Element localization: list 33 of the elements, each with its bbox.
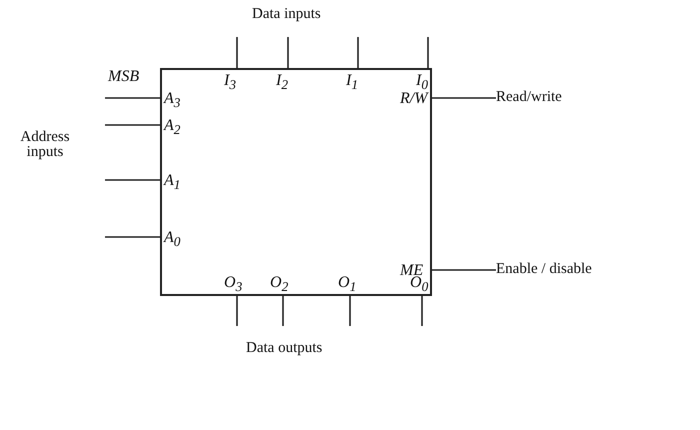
group-label: Data inputs (252, 6, 321, 23)
pin-name: I$_{1}$ (346, 72, 358, 94)
signal-line (432, 269, 496, 271)
pin-line (105, 179, 160, 181)
pin-line (282, 296, 284, 326)
pin-line (236, 37, 238, 68)
pin-line (236, 296, 238, 326)
pin-line (105, 97, 160, 99)
pin-name: R/W (400, 90, 428, 108)
pin-line (105, 124, 160, 126)
pin-name: O$_{3}$ (224, 274, 242, 296)
pin-name: I$_{0}$ (416, 72, 428, 92)
pin-name: O$_{2}$ (270, 274, 288, 296)
pin-label: Enable / disable (496, 261, 592, 277)
pin-line (349, 296, 351, 326)
pin-name: I$_{2}$ (276, 72, 288, 94)
msb-label: MSB (108, 68, 140, 86)
memory-block (160, 68, 432, 296)
pin-line (427, 37, 429, 68)
pin-name: I$_{3}$ (224, 72, 236, 94)
pin-line (421, 296, 423, 326)
signal-line (432, 97, 496, 99)
pin-label: Read/write (496, 89, 562, 105)
group-label: Address inputs (19, 130, 71, 160)
pin-name: A$_{3}$ (164, 90, 180, 112)
group-label: Data outputs (246, 340, 322, 357)
pin-name: A$_{2}$ (164, 117, 180, 138)
pin-line (287, 37, 289, 68)
pin-line (357, 37, 359, 68)
pin-name: O$_{1}$ (338, 274, 356, 296)
pin-name: A$_{0}$ (164, 229, 180, 250)
pin-line (105, 236, 160, 238)
pin-name: A$_{1}$ (164, 172, 180, 194)
